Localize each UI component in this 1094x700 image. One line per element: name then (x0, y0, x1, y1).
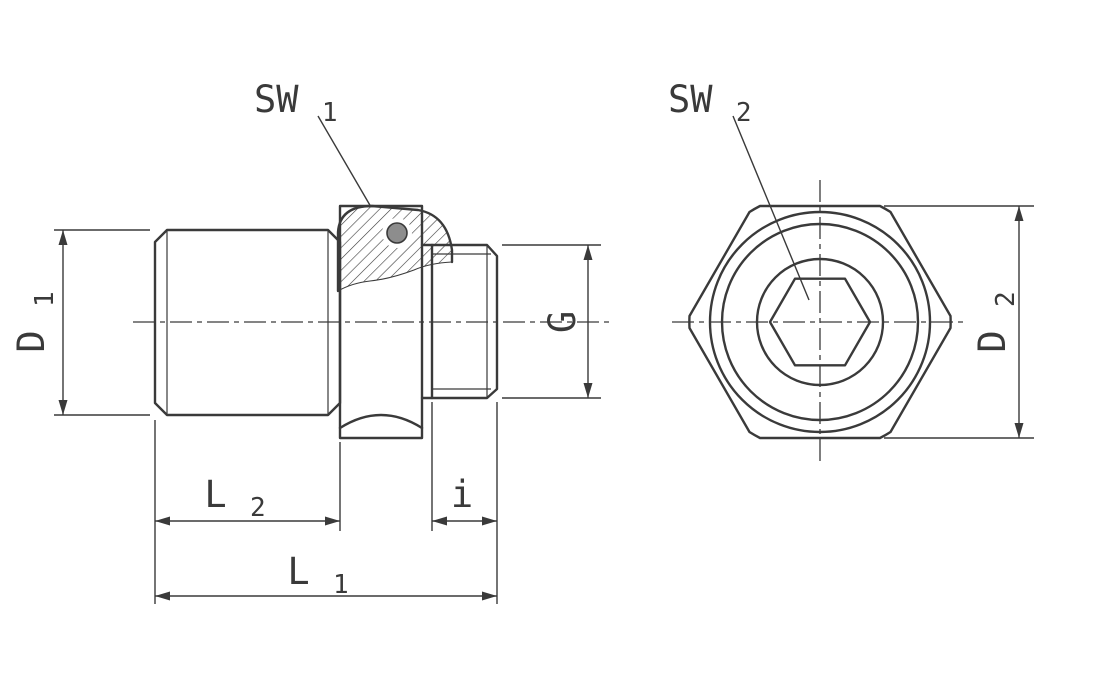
label-sw1: SW 1 (254, 78, 338, 128)
collar-chamfer-arc (338, 413, 424, 430)
label-d1: D 1 (10, 291, 60, 352)
label-g: G (541, 311, 584, 333)
chamfer-circle (708, 210, 932, 434)
label-d1-base: D (10, 330, 53, 352)
label-sw1-sub: 1 (322, 98, 338, 128)
label-l2-sub: 2 (250, 493, 266, 523)
label-sw2-sub: 2 (736, 98, 752, 128)
hex-collar-contour (688, 204, 952, 440)
dimension-g (502, 244, 601, 399)
label-sw1-base: SW (254, 78, 299, 121)
section-break-line (337, 261, 453, 292)
dimension-d2 (884, 205, 1034, 439)
label-d2: D 2 (971, 291, 1021, 352)
label-d1-sub: 1 (30, 291, 60, 307)
sw1-leader-line (317, 115, 372, 208)
oring-seal (386, 222, 408, 244)
label-l2-base: L (204, 473, 226, 516)
body-diameter-circle (720, 222, 920, 422)
dimension-i (431, 402, 498, 604)
label-l2: L 2 (204, 473, 265, 523)
label-i: i (451, 473, 473, 516)
body-outline (153, 228, 342, 417)
hex-socket (768, 277, 872, 367)
label-i-base: i (451, 473, 473, 516)
end-view (688, 204, 952, 440)
label-l1: L 1 (287, 550, 348, 600)
thread-outline (420, 243, 499, 400)
label-d2-sub: 2 (991, 291, 1021, 307)
side-view (153, 204, 499, 440)
dimension-l2 (154, 420, 341, 604)
thread-circle (755, 257, 885, 387)
label-sw2-base: SW (668, 78, 713, 121)
dimension-d1 (54, 229, 150, 416)
seal-section-hatch (338, 206, 452, 291)
sw2-leader-line (732, 115, 810, 301)
label-d2-base: D (971, 330, 1014, 352)
label-sw2: SW 2 (668, 78, 752, 128)
leader-lines (317, 115, 810, 301)
label-g-base: G (541, 311, 584, 333)
labels: SW 1 SW 2 D 1 G D 2 L 2 i L 1 (10, 78, 1021, 600)
collar-outline (338, 204, 424, 440)
label-l1-sub: 1 (333, 570, 349, 600)
label-l1-base: L (287, 550, 309, 593)
seal-section-outline (336, 204, 454, 293)
